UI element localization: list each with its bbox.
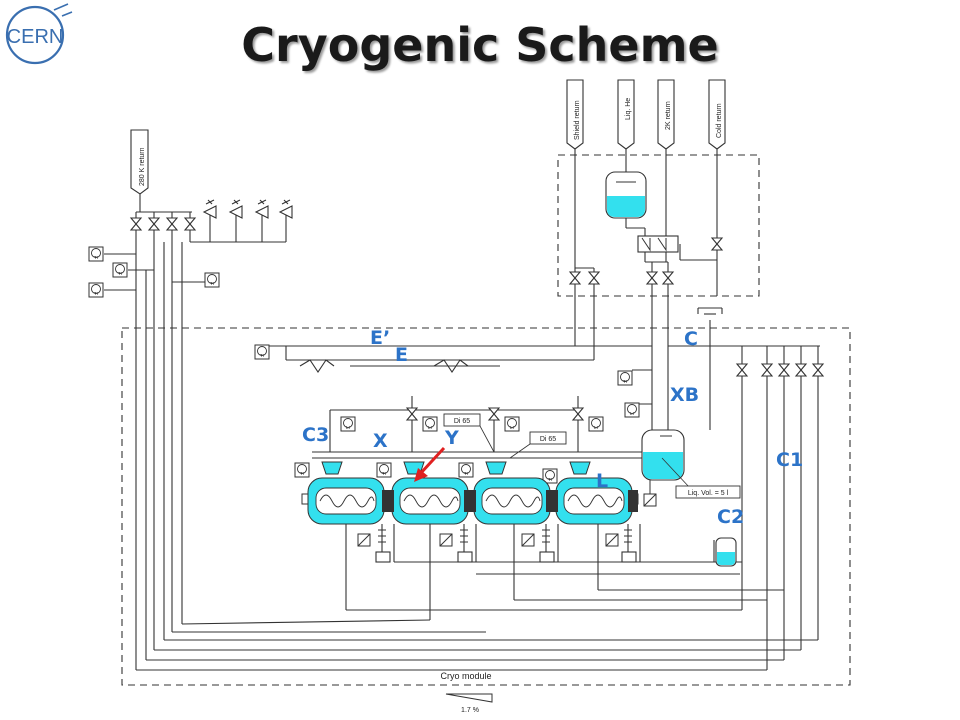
- svg-text:1.7 %: 1.7 %: [461, 707, 479, 714]
- label-c3: C3: [302, 424, 330, 446]
- label-y: Y: [445, 427, 459, 449]
- label-c1: C1: [776, 449, 804, 471]
- level-probe-l: [643, 480, 657, 507]
- small-dewar: [715, 537, 737, 567]
- slope-indicator: 1.7 %: [445, 693, 493, 714]
- label-e: E: [395, 344, 408, 366]
- label-c: C: [684, 328, 698, 350]
- liq-he-port: Liq. He: [617, 79, 635, 150]
- return-valves: [130, 217, 196, 231]
- red-arrow: [414, 446, 446, 482]
- couplers: [345, 524, 641, 620]
- svg-text:2K return: 2K return: [665, 101, 672, 130]
- right-instruments: [617, 370, 640, 418]
- valve-box-boundary: [557, 154, 760, 297]
- phase-separator-top: [605, 171, 647, 219]
- relief-valves: [202, 199, 293, 219]
- temperature-tag: TI: [382, 471, 386, 476]
- helium-phase-separator: [641, 429, 685, 481]
- label-c2: C2: [717, 506, 745, 528]
- cavity-string: [301, 477, 657, 525]
- svg-text:Cold return: Cold return: [716, 103, 723, 138]
- cryo-module-boundary: [121, 327, 851, 686]
- return-2k-port: 2K return: [657, 79, 675, 150]
- cavity-tanks: [357, 533, 619, 547]
- temperature-tag: TI: [548, 477, 552, 482]
- temperature-tag: TI: [464, 471, 468, 476]
- level-tag: LI: [630, 411, 634, 416]
- svg-text:Shield return: Shield return: [574, 100, 581, 140]
- svg-text:280 K return: 280 K return: [139, 147, 146, 186]
- svg-text:Liq. Vol. = 5 l: Liq. Vol. = 5 l: [688, 490, 729, 497]
- label-x: X: [373, 430, 388, 452]
- slide-title: Cryogenic Scheme: [241, 18, 719, 72]
- helium-vessels: [321, 461, 591, 475]
- temperature-tag: TI: [623, 379, 627, 384]
- cryo-module-label: Cryo module: [440, 671, 491, 681]
- return-280k-port: 280 K return: [130, 129, 149, 195]
- temperature-tag: TI: [210, 281, 214, 286]
- temperature-tag: TI: [300, 471, 304, 476]
- svg-text:Liq. He: Liq. He: [625, 98, 632, 120]
- svg-text:Di 65: Di 65: [454, 418, 470, 425]
- cern-logo: CERN: [5, 3, 73, 65]
- temperature-tag: TI: [260, 353, 264, 358]
- di65-tags: Di 65 Di 65: [443, 413, 567, 459]
- cern-logo-text: CERN: [7, 26, 64, 48]
- level-tag: LI: [428, 425, 432, 430]
- shield-return-port: Shield return: [566, 79, 584, 150]
- temperature-tag: TI: [118, 271, 122, 276]
- label-e-prime: E’: [370, 327, 391, 349]
- level-tag: LI: [510, 425, 514, 430]
- cold-return-port: Cold return: [708, 79, 726, 150]
- svg-text:Di 65: Di 65: [540, 436, 556, 443]
- temperature-tag: TI: [94, 291, 98, 296]
- level-tag: LI: [346, 425, 350, 430]
- right-header-valves: [736, 363, 824, 377]
- liquid-volume-tag: Liq. Vol. = 5 l: [661, 457, 741, 499]
- label-xb: XB: [670, 384, 700, 406]
- level-tag: LI: [594, 425, 598, 430]
- tuner-actuators: [375, 551, 637, 563]
- heat-exchanger: [637, 235, 679, 253]
- label-l: L: [596, 470, 609, 492]
- temperature-tag: TI: [94, 255, 98, 260]
